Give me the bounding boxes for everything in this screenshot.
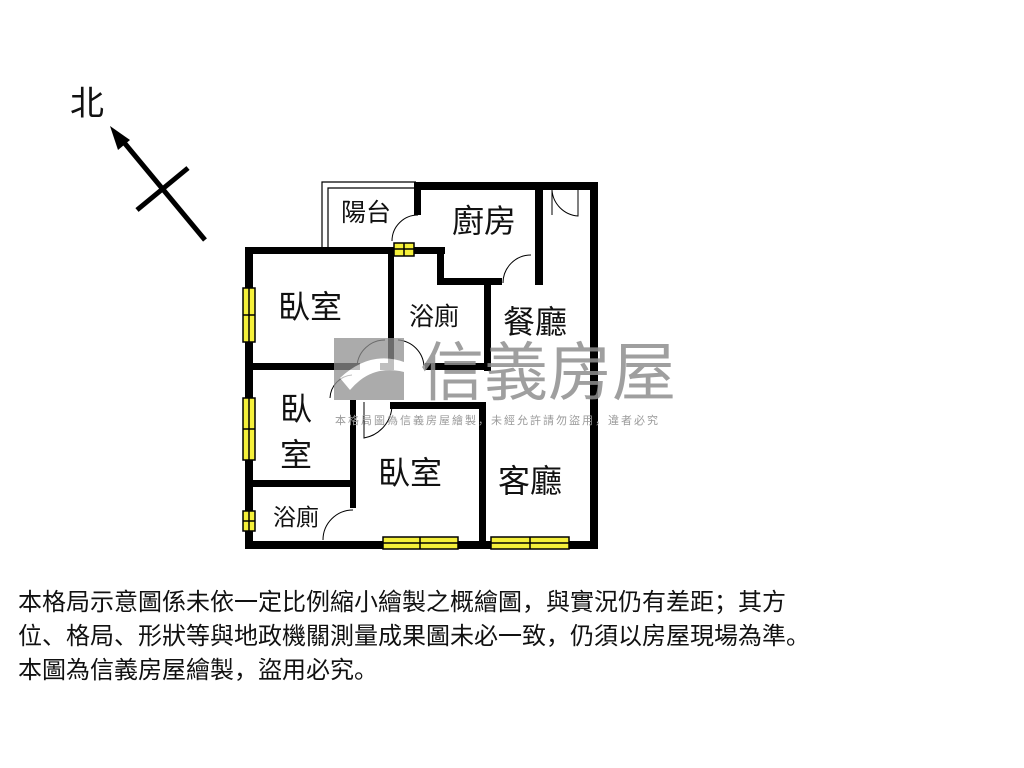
compass-label: 北 [70, 84, 104, 124]
room-label-living: 客廳 [498, 462, 562, 500]
room-label-bedroom-2-line2: 室 [280, 436, 312, 474]
room-label-bedroom-2-line1: 臥 [280, 390, 312, 428]
watermark-notice: 本格局圖為信義房屋繪製，未經允許請勿盜用，違者必究 [335, 413, 660, 427]
windows [242, 242, 570, 550]
disclaimer-line: 位、格局、形狀等與地政機關測量成果圖未必一致，仍須以房屋現場為準。 [18, 622, 810, 650]
watermark-brand: 信義房屋 [420, 337, 676, 411]
balcony-railing [321, 181, 416, 247]
disclaimer-line: 本圖為信義房屋繪製，盜用必究。 [18, 656, 378, 684]
room-label-bathroom-1: 浴廁 [409, 302, 459, 331]
disclaimer: 本格局示意圖係未依一定比例縮小繪製之概繪圖，與實況仍有差距；其方 位、格局、形狀… [18, 585, 1008, 687]
room-label-bathroom-2: 浴廁 [273, 505, 319, 531]
north-arrow-icon [110, 126, 207, 242]
room-label-bedroom-3: 臥室 [378, 454, 442, 492]
room-label-kitchen: 廚房 [452, 202, 516, 240]
room-label-bedroom-1: 臥室 [278, 288, 342, 326]
disclaimer-line: 本格局示意圖係未依一定比例縮小繪製之概繪圖，與實況仍有差距；其方 [18, 588, 786, 616]
room-label-dining: 餐廳 [503, 303, 567, 341]
watermark-logo [334, 338, 404, 400]
room-label-balcony: 陽台 [341, 198, 391, 227]
